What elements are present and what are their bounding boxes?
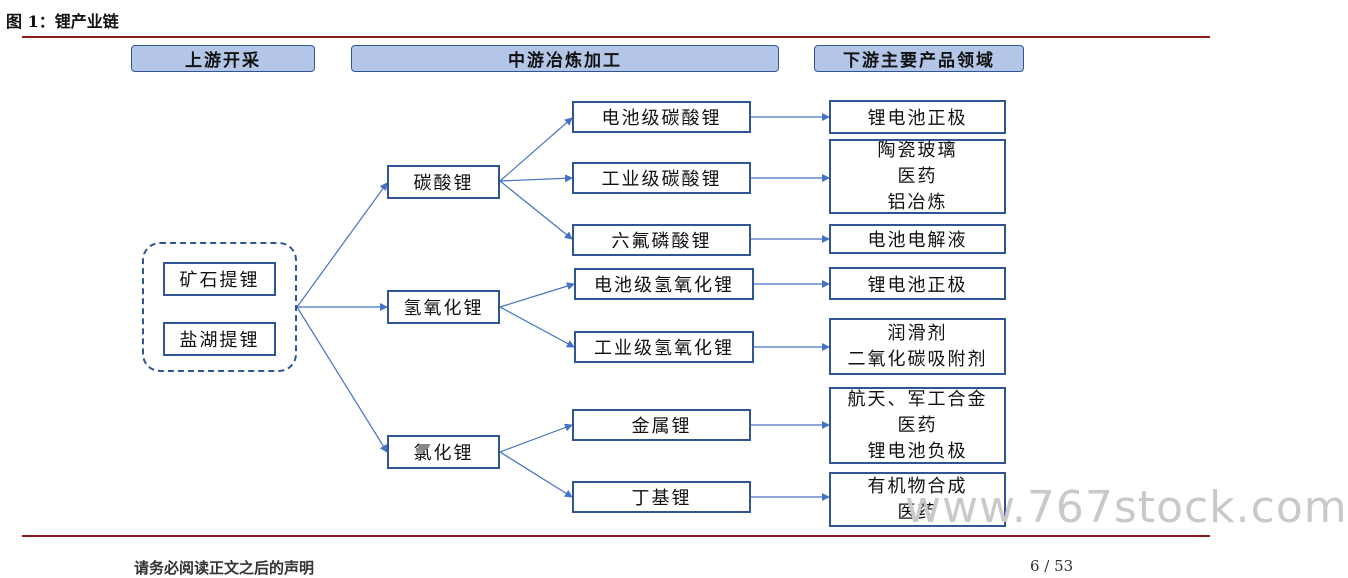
product-box: 丁基锂 — [572, 481, 751, 513]
arrow-chloride-butyl — [499, 451, 573, 498]
footer-disclaimer: 请务必阅读正文之后的声明 — [134, 559, 315, 577]
arrow-chloride-metal — [499, 423, 573, 453]
arrow-hydroxide-battery — [499, 282, 575, 308]
application-box: 航天、军工合金 医药 锂电池负极 — [829, 387, 1006, 464]
application-label: 润滑剂 — [887, 322, 948, 344]
application-label: 陶瓷玻璃 — [877, 139, 958, 161]
source-box: 盐湖提锂 — [163, 322, 276, 356]
intermediate-box: 氢氧化锂 — [387, 290, 500, 324]
application-label: 航天、军工合金 — [847, 388, 988, 410]
product-box: 工业级氢氧化锂 — [574, 331, 754, 363]
product-box: 电池级氢氧化锂 — [574, 268, 754, 300]
application-label: 电池电解液 — [867, 230, 968, 251]
application-label: 医药 — [897, 165, 938, 187]
intermediate-box: 氯化锂 — [387, 435, 500, 469]
arrow-carbonate-battery — [499, 117, 573, 182]
intermediate-box: 碳酸锂 — [387, 165, 500, 199]
source-group — [142, 242, 297, 372]
page-number: 6 / 53 — [1030, 557, 1074, 575]
application-label: 锂电池负极 — [867, 440, 968, 462]
bottom-rule — [22, 535, 1210, 537]
application-label: 锂电池正极 — [867, 274, 968, 296]
product-box: 工业级碳酸锂 — [572, 162, 751, 194]
product-box: 六氟磷酸锂 — [572, 224, 751, 256]
flow-arrows — [296, 113, 830, 501]
arrow-hydroxide-industrial — [499, 306, 575, 348]
figure-title: 图 1：锂产业链 — [6, 12, 119, 31]
header-midstream: 中游冶炼加工 — [351, 45, 779, 72]
application-label: 有机物合成 — [867, 475, 968, 497]
application-label: 铝冶炼 — [887, 191, 948, 213]
application-label: 锂电池正极 — [867, 108, 968, 129]
application-box: 润滑剂 二氧化碳吸附剂 — [829, 318, 1006, 375]
application-box: 锂电池正极 — [829, 267, 1006, 300]
arrow-carbonate-lipf6 — [499, 180, 573, 240]
arrow-source-carbonate — [296, 182, 388, 308]
application-box: 有机物合成 医药 — [829, 472, 1006, 527]
top-rule — [22, 36, 1210, 38]
watermark: www.767stock.com — [905, 482, 1348, 533]
application-label: 医药 — [897, 501, 938, 523]
source-box: 矿石提锂 — [163, 262, 276, 296]
product-box: 电池级碳酸锂 — [572, 101, 751, 133]
arrow-source-chloride — [296, 306, 388, 453]
application-box: 电池电解液 — [829, 224, 1006, 254]
application-box: 锂电池正极 — [829, 100, 1006, 134]
arrow-carbonate-industrial — [499, 174, 573, 183]
product-box: 金属锂 — [572, 409, 751, 441]
application-label: 二氧化碳吸附剂 — [847, 348, 988, 370]
application-label: 医药 — [897, 414, 938, 436]
application-box: 陶瓷玻璃 医药 铝冶炼 — [829, 139, 1006, 214]
header-downstream: 下游主要产品领域 — [814, 45, 1024, 72]
header-upstream: 上游开采 — [131, 45, 315, 72]
